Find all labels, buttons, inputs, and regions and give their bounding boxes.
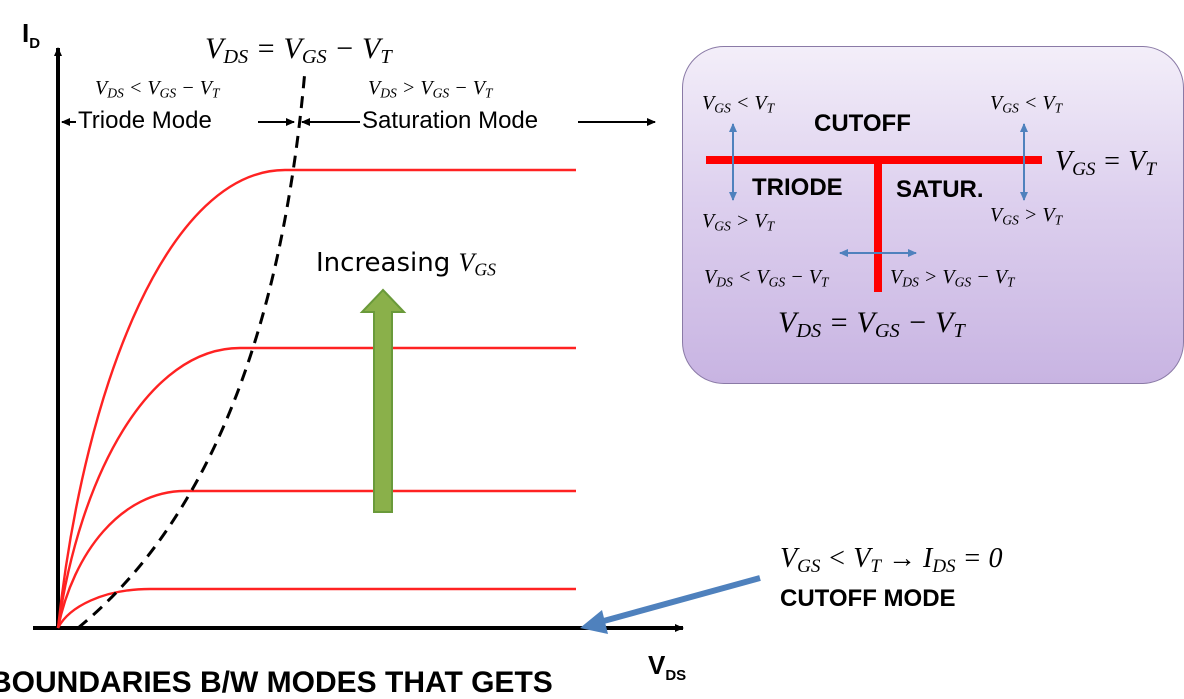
callout-cutoff-label: CUTOFF	[814, 110, 911, 137]
saturation-mode-label: Saturation Mode	[360, 107, 541, 134]
characteristic-curve	[56, 587, 576, 629]
callout-triode-label: TRIODE	[752, 174, 843, 201]
characteristic-curve	[56, 489, 576, 629]
output-characteristics-graph	[33, 47, 761, 634]
cutoff-pointer-line	[599, 575, 761, 625]
mosfet-operating-modes-figure: ID VDS VDS = VGS − VT VDS < VGS − VT VDS…	[0, 18, 1184, 698]
characteristic-curve	[56, 346, 576, 629]
callout-vds-gt: VDS > VGS − VT	[890, 266, 1015, 290]
x-axis-label: VDS	[648, 650, 687, 685]
cutoff-equation: VGS < VT → IDS = 0	[780, 543, 1003, 577]
boundary-dashed-curve	[77, 69, 307, 630]
callout-vgs-lt-vt-left: VGS < VT	[702, 92, 775, 116]
saturation-condition: VDS > VGS − VT	[368, 77, 493, 101]
mode-summary-callout	[682, 46, 1184, 384]
callout-vgs-gt-vt-left: VGS > VT	[702, 210, 775, 234]
y-axis-label: ID	[22, 18, 41, 53]
triode-condition: VDS < VGS − VT	[95, 77, 220, 101]
callout-vgs-lt-vt-right: VGS < VT	[990, 92, 1063, 116]
increasing-vgs-arrow	[359, 288, 407, 513]
callout-satur-label: SATUR.	[896, 176, 984, 203]
callout-vds-eq: VDS = VGS − VT	[778, 306, 965, 343]
callout-vgs-gt-vt-right: VGS > VT	[990, 204, 1063, 228]
triode-mode-label: Triode Mode	[76, 107, 214, 134]
cutoff-mode-label: CUTOFF MODE	[780, 585, 956, 612]
callout-vgs-eq-vt: VGS = VT	[1055, 146, 1156, 180]
callout-diagram	[706, 123, 1042, 292]
cutoff-pointer-head	[580, 610, 608, 634]
increasing-vgs-label: Increasing VGS	[316, 248, 497, 280]
boundary-equation: VDS = VGS − VT	[205, 32, 392, 69]
characteristic-curve	[56, 168, 576, 629]
callout-vds-lt: VDS < VGS − VT	[704, 266, 829, 290]
